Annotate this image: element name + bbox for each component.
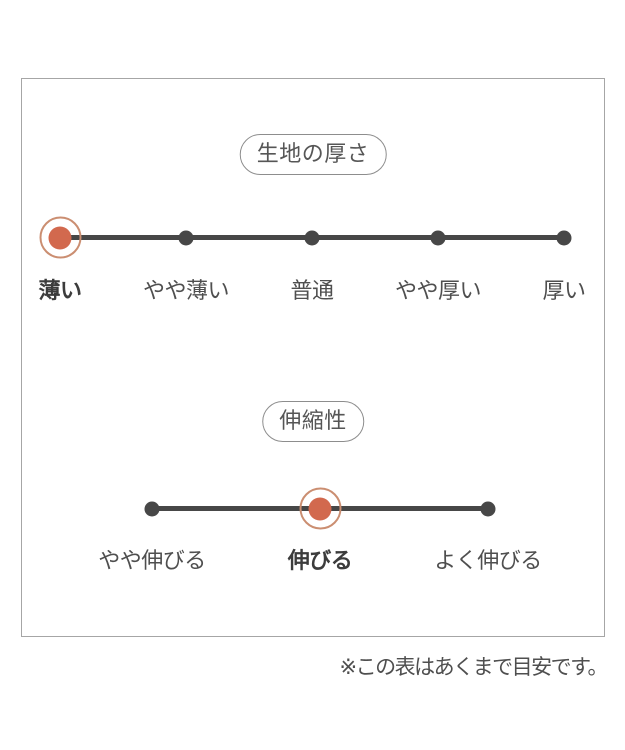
selected-marker-dot — [39, 216, 81, 259]
option-label: やや薄い — [142, 278, 230, 303]
fabric-thickness-title: 生地の厚さ — [239, 134, 387, 175]
option-label: よく伸びる — [434, 548, 542, 573]
option-label: 普通 — [290, 278, 334, 303]
scale-dot — [480, 501, 496, 516]
selected-marker-ring — [299, 487, 341, 530]
stretchiness-labels: やや伸びる 伸びる よく伸びる — [98, 543, 542, 573]
option-label: やや伸びる — [98, 548, 206, 573]
option-label: 伸びる — [287, 548, 353, 573]
selected-marker-dot — [299, 487, 341, 530]
scale-dot — [556, 230, 572, 245]
scale-dot — [178, 230, 194, 245]
option-label: 薄い — [38, 278, 82, 303]
option-label: やや厚い — [394, 278, 482, 303]
selected-marker-ring — [39, 216, 81, 259]
scale-dot — [430, 230, 446, 245]
guide-frame: 生地の厚さ 薄い やや薄い 普通 やや厚い 厚い 伸縮性 やや伸びる 伸びる よく伸びる — [21, 78, 605, 637]
scale-dot — [304, 230, 320, 245]
scale-dot — [144, 501, 160, 516]
disclaimer-note: ※この表はあくまで目安です。 — [339, 656, 609, 679]
fabric-thickness-track — [39, 216, 572, 259]
stretchiness-title: 伸縮性 — [262, 401, 364, 442]
stretchiness-track — [144, 487, 496, 530]
option-label: 厚い — [542, 278, 586, 303]
fabric-thickness-labels: 薄い やや薄い 普通 やや厚い 厚い — [38, 273, 586, 303]
